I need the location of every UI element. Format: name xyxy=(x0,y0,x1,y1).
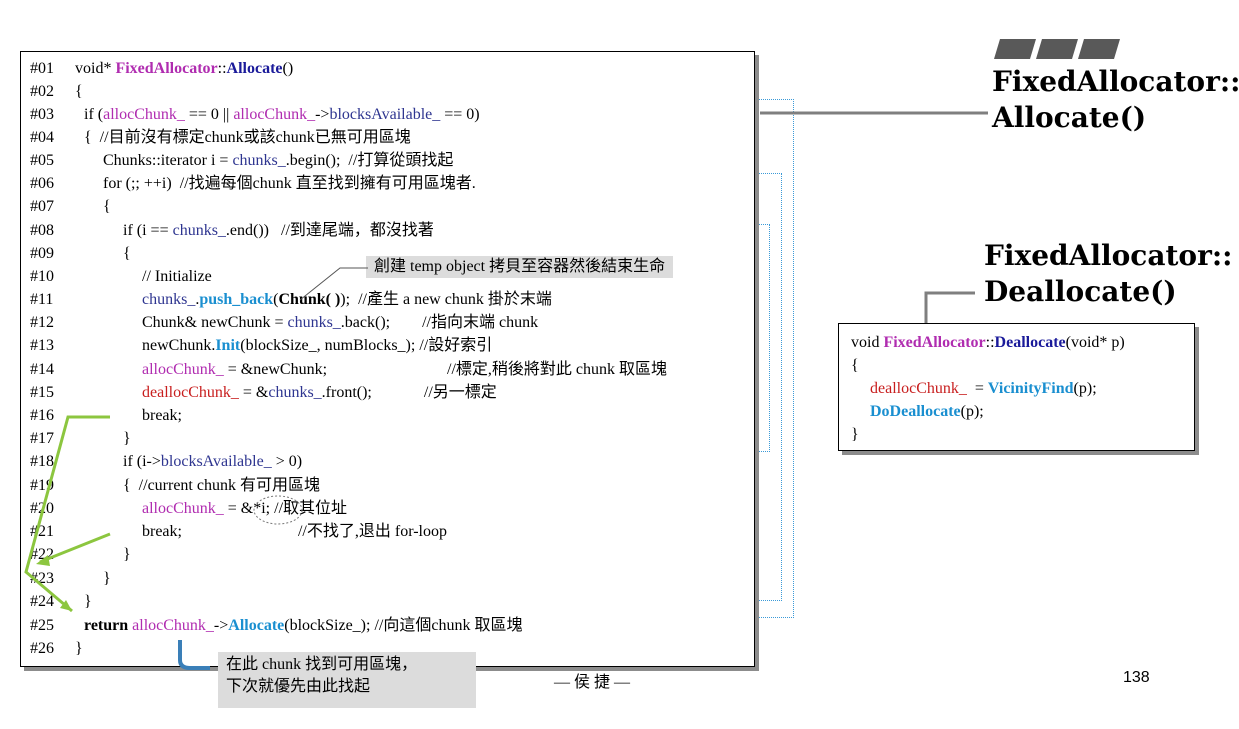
allocate-code-box xyxy=(20,51,755,667)
code-line-09: #09{ xyxy=(30,245,131,262)
temp-object-callout: 創建 temp object 拷貝至容器然後結束生命 xyxy=(366,256,674,278)
deallocate-title: FixedAllocator:: Deallocate() xyxy=(984,238,1233,310)
code-line-02: #02{ xyxy=(30,83,83,100)
deco-bar-1 xyxy=(994,39,1036,59)
dealloc-line-4: DoDeallocate(p); xyxy=(870,403,984,420)
deco-bar-3 xyxy=(1078,39,1120,59)
deallocate-code-box: void FixedAllocator::Deallocate(void* p)… xyxy=(838,323,1195,451)
break-arrow-21-head xyxy=(36,555,50,566)
deallocate-title-line1: FixedAllocator:: xyxy=(984,239,1233,272)
deallocate-connector xyxy=(924,291,975,323)
allocate-title: FixedAllocator:: Allocate() xyxy=(992,64,1239,136)
allocate-title-line2: Allocate() xyxy=(992,101,1147,134)
deco-bar-2 xyxy=(1036,39,1078,59)
dealloc-line-5: } xyxy=(851,426,859,443)
code-line-04: #04{ //目前沒有標定chunk或該chunk已無可用區塊 xyxy=(30,129,411,146)
author-footer: — 侯 捷 — xyxy=(554,674,631,691)
deallocate-title-line2: Deallocate() xyxy=(984,275,1177,308)
dealloc-line-2: { xyxy=(851,357,859,374)
dealloc-line-3: deallocChunk_ = VicinityFind(p); xyxy=(870,380,1097,397)
found-callout-arrow xyxy=(178,640,210,670)
code-line-26: #26} xyxy=(30,640,83,657)
found-chunk-callout: 在此 chunk 找到可用區塊， 下次就優先由此找起 xyxy=(218,652,476,708)
found-chunk-callout-line2: 下次就優先由此找起 xyxy=(226,678,371,695)
code-line-07: #07{ xyxy=(30,198,111,215)
code-line-17: #17} xyxy=(30,430,131,447)
found-chunk-callout-line1: 在此 chunk 找到可用區塊， xyxy=(226,656,418,673)
address-circle xyxy=(253,495,303,525)
break-arrow-16 xyxy=(24,415,110,613)
page-number: 138 xyxy=(1123,669,1150,686)
allocate-title-line1: FixedAllocator:: xyxy=(992,65,1239,98)
code-line-23: #23} xyxy=(30,570,111,587)
break-arrow-16-head xyxy=(60,600,72,611)
dealloc-line-1: void FixedAllocator::Deallocate(void* p) xyxy=(851,334,1125,351)
code-line-10: #10// Initialize xyxy=(30,268,212,285)
code-line-24: #24} xyxy=(30,593,92,610)
temp-object-pointer xyxy=(299,267,368,301)
break-arrow-21 xyxy=(39,532,111,564)
